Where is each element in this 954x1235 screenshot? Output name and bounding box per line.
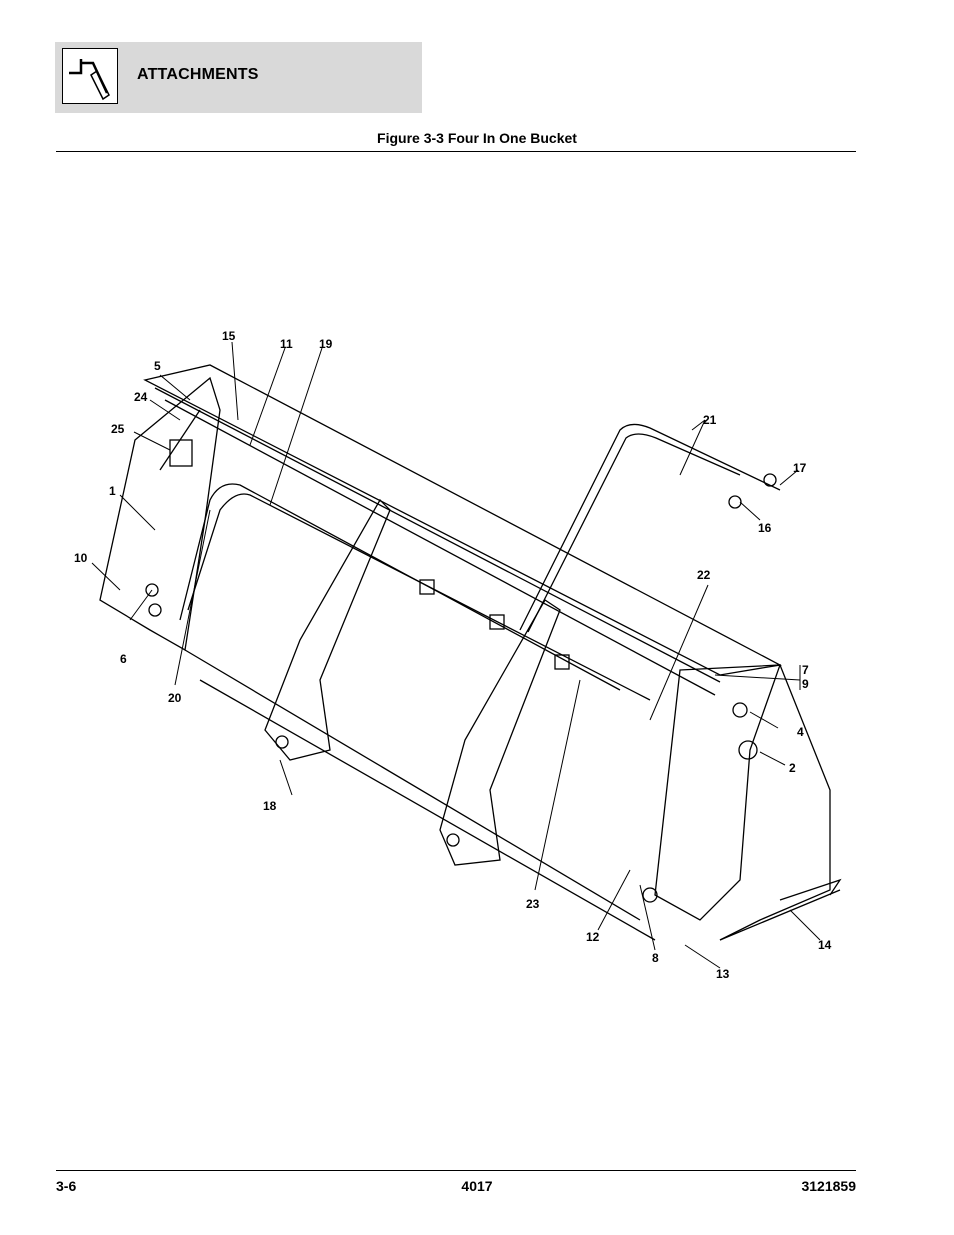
svg-text:13: 13 [716,967,730,981]
svg-text:1: 1 [109,484,116,498]
svg-text:18: 18 [263,799,277,813]
svg-text:25: 25 [111,422,125,436]
model-number: 4017 [461,1178,493,1194]
svg-text:24: 24 [134,390,148,404]
figure-caption: Figure 3-3 Four In One Bucket [377,130,577,146]
svg-text:9: 9 [802,677,809,691]
svg-text:14: 14 [818,938,832,952]
header-rule [56,151,856,152]
svg-text:11: 11 [280,337,293,351]
four-in-one-bucket-drawing: 15 11 19 5 24 25 1 10 6 20 21 17 16 22 7… [74,329,842,981]
svg-text:6: 6 [120,652,127,666]
svg-text:4: 4 [797,725,804,739]
svg-text:17: 17 [793,461,807,475]
attachments-section-icon [62,48,118,104]
svg-text:15: 15 [222,329,236,343]
svg-text:21: 21 [703,413,717,427]
svg-text:23: 23 [526,897,540,911]
manual-number: 3121859 [801,1178,856,1194]
svg-text:7: 7 [802,663,809,677]
section-title: ATTACHMENTS [137,66,259,83]
svg-text:12: 12 [586,930,600,944]
svg-text:5: 5 [154,359,161,373]
footer-rule [56,1170,856,1171]
svg-text:19: 19 [319,337,333,351]
svg-text:8: 8 [652,951,659,965]
svg-text:2: 2 [789,761,796,775]
page-number: 3-6 [56,1178,77,1194]
svg-text:10: 10 [74,551,88,565]
bucket-arm-icon [69,59,110,101]
svg-text:22: 22 [697,568,711,582]
svg-text:16: 16 [758,521,772,535]
svg-text:20: 20 [168,691,182,705]
